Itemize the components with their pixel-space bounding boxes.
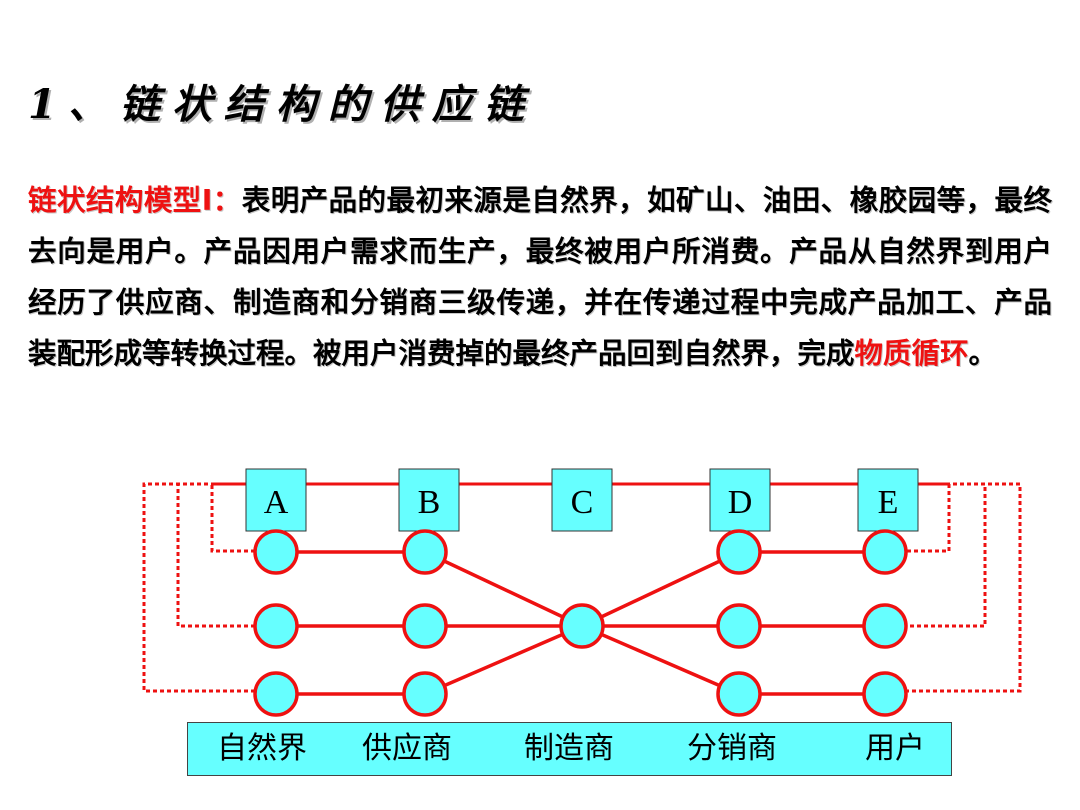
stage-label-nature: 自然界 — [217, 731, 307, 766]
link-c-d3 — [581, 624, 740, 696]
description-paragraph: 链状结构模型I：表明产品的最初来源是自然界，如矿山、油田、橡胶园等，最终去向是用… — [28, 175, 1052, 379]
stage-box-c — [551, 468, 613, 532]
stage-label-manufacturer: 制造商 — [524, 731, 614, 766]
link-b1-c — [424, 550, 583, 628]
material-cycle-highlight: 物质循环 — [854, 337, 969, 370]
node-a1 — [253, 529, 299, 575]
node-b2 — [402, 603, 448, 649]
paragraph-body: 表明产品的最初来源是自然界，如矿山、油田、橡胶园等，最终去向是用户。产品因用户需… — [28, 184, 1052, 370]
stage-letter-a: A — [264, 484, 289, 521]
flow-links — [276, 550, 885, 696]
slide-title: 1、链状结构的供应链 — [28, 81, 536, 128]
node-e1 — [862, 529, 908, 575]
stage-letter-b: B — [418, 484, 441, 521]
stage-box-d — [709, 468, 771, 532]
stage-letter-c: C — [571, 484, 594, 521]
node-d3 — [716, 671, 762, 717]
model-lead: 链状结构模型I： — [28, 184, 242, 217]
nodes — [253, 529, 908, 717]
paragraph-end: 。 — [968, 337, 998, 370]
stage-label-distributor: 分销商 — [687, 731, 777, 766]
stage-box-b — [398, 468, 460, 532]
stage-letter-e: E — [878, 484, 899, 521]
stage-box-a — [245, 468, 307, 532]
stage-label-user: 用户 — [865, 731, 925, 766]
node-e2 — [862, 603, 908, 649]
node-d2 — [716, 603, 762, 649]
node-c — [559, 603, 605, 649]
stage-letter-d: D — [728, 484, 753, 521]
node-e3 — [862, 671, 908, 717]
link-b3-c — [424, 624, 583, 696]
node-a3 — [253, 671, 299, 717]
stage-box-letters: A B C D E — [264, 484, 899, 521]
stage-label-bar — [187, 722, 952, 776]
node-d1 — [716, 529, 762, 575]
stage-label-supplier: 供应商 — [362, 731, 452, 766]
node-b3 — [402, 671, 448, 717]
return-loop-middle — [176, 482, 987, 628]
node-b1 — [402, 529, 448, 575]
node-a2 — [253, 603, 299, 649]
link-c-d1 — [581, 550, 740, 628]
